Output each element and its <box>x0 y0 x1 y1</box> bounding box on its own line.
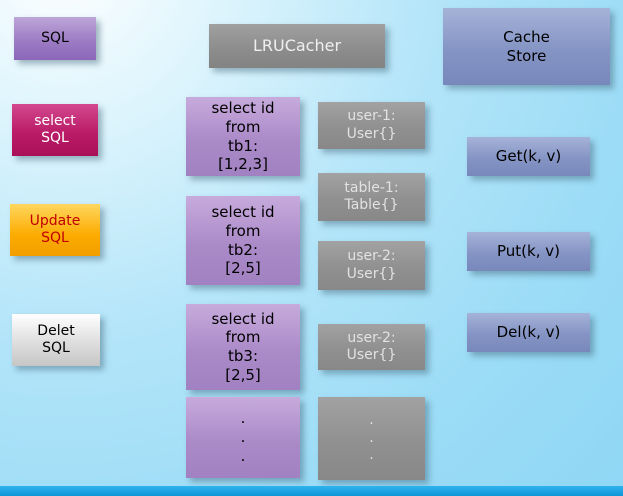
lru-cacher-box: LRUCacher <box>209 24 385 68</box>
select-sql-box: select SQL <box>12 104 98 156</box>
query-tb1-box: select id from tb1: [1,2,3] <box>186 97 300 176</box>
cache-entry-user2-box: user-2: User{} <box>318 241 425 290</box>
del-operation-box: Del(k, v) <box>467 313 590 352</box>
update-sql-box: Update SQL <box>10 204 100 256</box>
query-tb2-box: select id from tb2: [2,5] <box>186 196 300 285</box>
get-operation-box: Get(k, v) <box>467 137 590 176</box>
sql-box: SQL <box>14 17 96 60</box>
put-operation-box: Put(k, v) <box>467 232 590 271</box>
cache-entry-user1-box: user-1: User{} <box>318 102 425 149</box>
delete-sql-box: Delet SQL <box>12 314 100 366</box>
query-tb3-box: select id from tb3: [2,5] <box>186 304 300 390</box>
bottom-edge-bar <box>0 486 623 496</box>
cache-entry-user2b-box: user-2: User{} <box>318 324 425 370</box>
cache-store-box: Cache Store <box>443 8 610 85</box>
query-ellipsis-box: . . . <box>186 397 300 478</box>
cache-entry-table1-box: table-1: Table{} <box>318 173 425 221</box>
cache-entry-ellipsis-box: . . . <box>318 397 425 480</box>
